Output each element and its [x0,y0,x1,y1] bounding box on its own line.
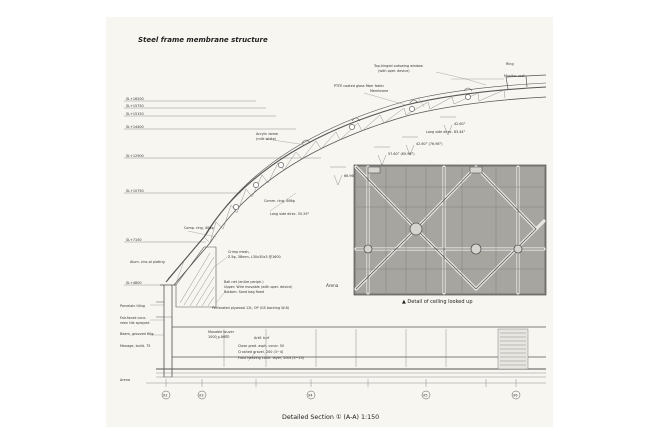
annotation: Ring [506,62,514,66]
annotation: 2.5φ, 38mm, L30x30x3 @1600 [228,255,281,259]
annotation: Acrylic dome [256,132,278,136]
angle-label: 42.60° [454,122,466,126]
drawing-title: Steel frame membrane structure [138,36,268,44]
level-label: SL+7150 [126,238,142,242]
level-label: SL+14400 [126,125,144,129]
perimeter-wall [156,246,217,378]
level-label: SL+16200 [126,97,144,101]
annotation: (with oper. device) [378,69,410,73]
dimension-line [146,379,546,387]
annotation: Alum. zinc-al plating [130,260,165,264]
grid-label: X5 [423,394,427,398]
annotation: Top-hinged outswing window [373,64,423,68]
annotation: Arena [120,378,130,382]
annotation: Perforated plywood 12t, OP (GS backing W… [212,306,290,310]
grid-label: X6 [513,394,517,398]
level-label: SL+15150 [126,112,144,116]
annotation: Beam, grooved 60φ [120,332,154,336]
annotation: Ball net (entire periph.) [224,280,264,284]
angle-label: 42.60° (76.98°) [416,142,443,146]
drawing-sheet: Steel frame membrane structure SL+16200 … [106,17,553,427]
annotation: Membrane [370,89,388,93]
annotation: Frost heaving contr. layer, 200t (3~10) [238,356,305,360]
annotation: Crushed gravel, 200 (3~4) [238,350,284,354]
annotation: Crimp mesh, [228,250,250,254]
grid-label: X2 [163,394,167,398]
annotation: Comm. ring, 406φ [264,199,295,203]
annotations: Top-hinged outswing window (with oper. d… [120,62,525,382]
level-label: SL+15750 [126,104,144,108]
annotation: Artif. turf [254,336,270,340]
arena-label: Arena [326,283,339,288]
drawing-caption: Detailed Section ① (A-A) 1:150 [282,414,379,421]
section-drawing: Steel frame membrane structure SL+16200 … [120,36,547,421]
level-label: SL+12900 [126,154,144,158]
annotation: (milk white) [256,137,277,141]
grid-label: X4 [308,394,312,398]
grid-markers: X2 X3 X4 X5 X6 [161,390,521,400]
level-label: SL+4800 [126,281,142,285]
annotation: Comp. ring, 406φ [184,226,214,230]
annotation: Long side direc. 55.29° [270,212,310,216]
level-labels: SL+16200 SL+15750 SL+15150 SL+14400 SL+1… [126,97,144,285]
level-label: SL+10750 [126,189,144,193]
annotation: Bottom: Sand bag fixed [224,290,264,294]
annotation: Monage, build. 75 [120,344,150,348]
level-lines [124,100,321,286]
arena-floor: Arena [156,283,546,378]
ceiling-photo [353,164,547,296]
annotation: Upper: Wire movable (with oper. device) [224,285,293,289]
leader-lines [150,71,504,362]
annotation: 1000 x 5000 [208,335,229,339]
annotation: Long side direc. 83.44° [426,130,466,134]
roof-truss [165,74,547,286]
annotation: Close grad. asph. concr. 50 [238,344,284,348]
grid-label: X3 [199,394,203,398]
annotation: Movable louver [208,330,235,334]
annotation: PTFE coated glass fiber fabric [334,84,384,88]
annotation: Fair-faced conc. [120,316,147,320]
annotation: Monitor roof [504,74,525,78]
angle-label: 57.60° (65.98°) [388,152,415,156]
annotation: Porcelain tiling [120,304,145,308]
photo-caption: ▲ Detail of ceiling looked up [402,299,473,305]
annotation: resin tile sprayed [120,321,149,325]
